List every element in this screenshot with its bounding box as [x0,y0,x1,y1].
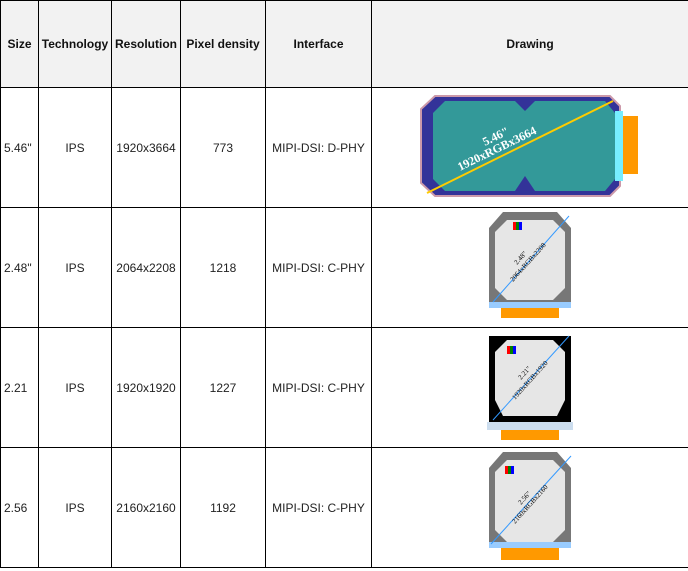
cell-resolution: 1920x1920 [111,327,181,448]
table-row: 2.48" IPS 2064x2208 1218 MIPI-DSI: C-PHY… [0,207,688,328]
display-drawing-2-21: 2.21" 1920xRGBx1920 [487,335,573,440]
cell-drawing: 2.21" 1920xRGBx1920 [371,327,688,448]
table-row: 5.46" IPS 1920x3664 773 MIPI-DSI: D-PHY … [0,87,688,208]
cell-drawing: 5.46" 1920xRGBx3664 [371,87,688,208]
cell-technology: IPS [38,327,112,448]
cell-resolution: 1920x3664 [111,87,181,208]
header-technology: Technology [38,0,112,88]
cell-resolution: 2160x2160 [111,447,181,568]
header-drawing: Drawing [371,0,688,88]
cell-size: 2.21 [0,327,39,448]
cell-drawing: 2.56" 2160xRGBx2160 [371,447,688,568]
cell-density: 1227 [180,327,266,448]
display-drawing-2-56: 2.56" 2160xRGBx2160 [489,452,572,560]
cell-technology: IPS [38,87,112,208]
cell-resolution: 2064x2208 [111,207,181,328]
table-row: 2.21 IPS 1920x1920 1227 MIPI-DSI: C-PHY … [0,327,688,448]
header-interface: Interface [265,0,372,88]
cell-technology: IPS [38,447,112,568]
cell-drawing: 2.48" 2064xRGBx2208 [371,207,688,328]
cell-size: 2.56 [0,447,39,568]
cell-technology: IPS [38,207,112,328]
cell-interface: MIPI-DSI: C-PHY [265,327,372,448]
cell-interface: MIPI-DSI: D-PHY [265,87,372,208]
cell-size: 5.46" [0,87,39,208]
header-resolution: Resolution [111,0,181,88]
display-drawing-2-48: 2.48" 2064xRGBx2208 [489,212,571,318]
cell-density: 773 [180,87,266,208]
cell-interface: MIPI-DSI: C-PHY [265,207,372,328]
cell-interface: MIPI-DSI: C-PHY [265,447,372,568]
table-row: 2.56 IPS 2160x2160 1192 MIPI-DSI: C-PHY … [0,447,688,568]
header-row: Size Technology Resolution Pixel density… [0,0,688,88]
header-pixel-density: Pixel density [180,0,266,88]
header-size: Size [0,0,39,88]
cell-density: 1192 [180,447,266,568]
cell-density: 1218 [180,207,266,328]
cell-size: 2.48" [0,207,39,328]
display-drawing-5-46: 5.46" 1920xRGBx3664 [420,95,638,197]
